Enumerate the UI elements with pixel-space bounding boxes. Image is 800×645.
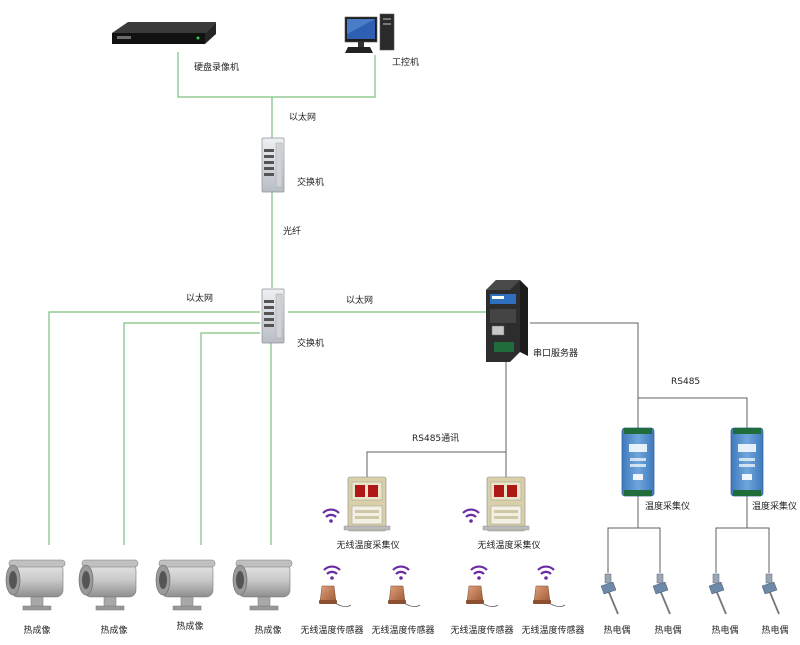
- workstation-icon: [344, 13, 395, 53]
- sensor-label-4: 无线温度传感器: [521, 626, 585, 636]
- wifi-icon: [536, 565, 556, 581]
- sensor-icon: [387, 585, 421, 608]
- switch-icon: [261, 288, 285, 344]
- ethernet-links: [48, 52, 486, 545]
- collector-label-1: 无线温度采集仪: [336, 541, 400, 551]
- sensor-icon: [532, 585, 566, 608]
- wifi-icon: [469, 565, 489, 581]
- temp-module-icon: [730, 427, 764, 497]
- camera-label-1: 热成像: [23, 626, 51, 636]
- temp-module-label-1: 温度采集仪: [645, 502, 691, 512]
- switch-top-label: 交换机: [297, 178, 325, 188]
- sensor-icon: [318, 585, 352, 608]
- wifi-icon: [391, 565, 411, 581]
- thermocouple-label-4: 热电偶: [761, 626, 789, 636]
- temp-module-icon: [621, 427, 655, 497]
- sensor-label-3: 无线温度传感器: [450, 626, 514, 636]
- collector-icon: [482, 476, 530, 532]
- thermocouple-icon: [600, 573, 619, 615]
- ethernet-top-label: 以太网: [289, 113, 317, 123]
- camera-icon: [78, 559, 139, 611]
- temp-module-label-2: 温度采集仪: [752, 502, 798, 512]
- rs485-comm-label: RS485通讯: [412, 434, 460, 444]
- sensor-icon: [465, 585, 499, 608]
- workstation-label: 工控机: [392, 58, 420, 68]
- sensor-label-2: 无线温度传感器: [371, 626, 435, 636]
- thermocouple-icon: [708, 573, 727, 615]
- switch-icon: [261, 137, 285, 193]
- camera-label-3: 热成像: [176, 622, 204, 632]
- wifi-icon: [321, 508, 341, 524]
- camera-icon: [232, 559, 293, 611]
- nvr-label: 硬盘录像机: [194, 63, 240, 73]
- wifi-icon: [461, 508, 481, 524]
- collector-label-2: 无线温度采集仪: [477, 541, 541, 551]
- rs485-label: RS485: [671, 377, 701, 387]
- ethernet-left-label: 以太网: [186, 294, 214, 304]
- thermocouple-label-2: 热电偶: [654, 626, 682, 636]
- ethernet-right-label: 以太网: [346, 296, 374, 306]
- thermocouple-label-3: 热电偶: [711, 626, 739, 636]
- serial-server-icon: [486, 280, 528, 362]
- sensor-label-1: 无线温度传感器: [300, 626, 364, 636]
- thermocouple-icon: [652, 573, 671, 615]
- camera-icon: [5, 559, 66, 611]
- collector-icon: [343, 476, 391, 532]
- nvr-icon: [112, 22, 216, 44]
- serial-links: [366, 322, 770, 573]
- fiber-label: 光纤: [283, 227, 302, 237]
- camera-label-2: 热成像: [100, 626, 128, 636]
- serial-server-label: 串口服务器: [533, 349, 579, 359]
- switch-bottom-label: 交换机: [297, 339, 325, 349]
- camera-label-4: 热成像: [254, 626, 282, 636]
- camera-icon: [155, 559, 216, 611]
- thermocouple-label-1: 热电偶: [603, 626, 631, 636]
- wifi-icon: [322, 565, 342, 581]
- thermocouple-icon: [761, 573, 780, 615]
